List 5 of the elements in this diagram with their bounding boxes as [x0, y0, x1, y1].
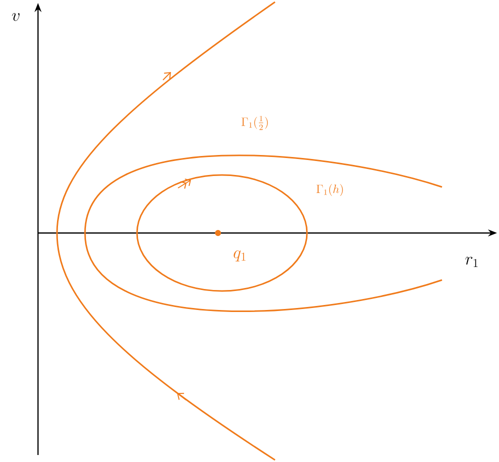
curve-label: $\Gamma_1(h)$ [316, 184, 343, 196]
curve-label: $\Gamma_1(\tfrac{1}{2})$ [242, 116, 268, 130]
axis-label: $v$ [12, 13, 20, 21]
point-label: $q_1$ [234, 250, 246, 262]
axis-label: $r_1$ [465, 256, 478, 267]
